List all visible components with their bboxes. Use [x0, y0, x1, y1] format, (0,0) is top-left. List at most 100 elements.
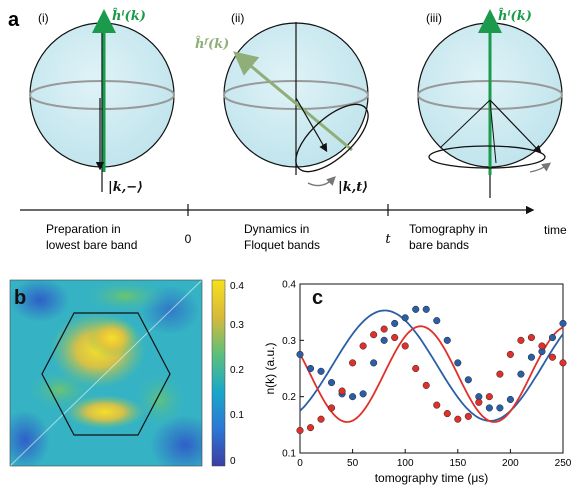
colorbar-tick: 0.3	[230, 320, 244, 331]
y-tick-label: 0.1	[282, 449, 296, 460]
tomography-line-mid	[489, 99, 497, 164]
data-point-blue	[496, 404, 504, 412]
brillouin-zone-hexagon	[41, 312, 171, 436]
data-point-red	[454, 415, 462, 423]
phase-tomography-line1: Tomography in	[409, 222, 488, 236]
state-vector	[489, 99, 542, 154]
data-point-red	[296, 426, 304, 435]
bloch-sphere-ii	[223, 22, 369, 187]
phase-preparation-line2: lowest bare band	[46, 238, 137, 252]
rotation-arrow	[529, 162, 552, 173]
timeline-axis-label: time	[544, 223, 567, 237]
colorbar-tick: 0.4	[230, 281, 244, 292]
timeline	[20, 204, 535, 216]
data-point-red	[401, 342, 409, 350]
data-point-blue	[422, 305, 430, 313]
x-tick-label: 250	[555, 458, 572, 469]
floquet-hamiltonian-vector	[233, 51, 353, 152]
sphere-iii-vector-label: ĥⁱ(k)	[498, 8, 532, 24]
colorbar-tick: 0.2	[230, 365, 244, 376]
data-point-red	[422, 381, 430, 389]
data-point-blue	[370, 359, 378, 367]
phase-dynamics-line2: Floquet bands	[244, 238, 320, 252]
bloch-sphere-i	[29, 9, 175, 192]
colorbar-tick: 0.1	[230, 410, 244, 421]
bloch-sphere-iii	[417, 9, 563, 198]
tomography-line-left	[439, 99, 491, 149]
x-tick-label: 200	[502, 458, 519, 469]
rotation-arrow	[307, 176, 336, 187]
colorbar	[211, 279, 226, 467]
data-point-blue	[506, 395, 514, 404]
precession-orbit	[295, 103, 369, 173]
fit-curve-red	[299, 325, 564, 423]
state-vector	[295, 97, 328, 153]
y-axis-label: n(k) (a.u.)	[263, 342, 277, 394]
data-point-red	[338, 387, 346, 395]
panel-a-letter: a	[8, 9, 20, 31]
sphere-ii-state-label: |k,t⟩	[338, 180, 368, 195]
data-point-red	[370, 331, 378, 339]
data-point-blue	[328, 379, 336, 387]
data-point-red	[433, 401, 441, 409]
data-point-blue	[359, 390, 367, 398]
data-point-blue	[517, 370, 525, 378]
x-tick-label: 50	[347, 458, 359, 469]
x-tick-label: 0	[297, 458, 303, 469]
data-point-red	[328, 404, 336, 412]
x-tick-label: 100	[397, 458, 414, 469]
data-point-blue	[443, 336, 451, 344]
data-point-red	[548, 353, 557, 361]
y-tick-label: 0.2	[282, 392, 296, 403]
data-point-red	[527, 333, 535, 342]
sphere-ii-tag: (ii)	[231, 11, 244, 25]
phase-tomography-line2: bare bands	[409, 238, 469, 252]
data-point-red	[391, 333, 399, 342]
data-point-blue	[559, 319, 567, 327]
data-point-red	[538, 342, 546, 350]
data-point-blue	[391, 319, 399, 327]
panel-b-letter: b	[14, 287, 26, 309]
phase-preparation-line1: Preparation in	[46, 222, 121, 236]
data-point-red	[380, 325, 388, 333]
data-point-blue	[548, 333, 557, 342]
momentum-density-map	[10, 280, 202, 466]
data-point-blue	[401, 314, 409, 322]
data-point-blue	[380, 336, 388, 344]
data-point-blue	[412, 305, 420, 313]
data-point-blue	[433, 317, 441, 325]
data-point-red	[306, 424, 315, 432]
phase-dynamics-line1: Dynamics in	[244, 222, 309, 236]
data-point-blue	[527, 353, 535, 361]
data-point-red	[496, 370, 504, 378]
sphere-i-tag: (i)	[38, 11, 49, 25]
data-point-red	[412, 364, 420, 373]
plot-frame	[299, 283, 564, 454]
data-point-red	[506, 350, 514, 358]
sphere-iii-tag: (iii)	[426, 11, 442, 25]
data-point-red	[359, 342, 367, 350]
timeline-tick-zero: 0	[185, 232, 192, 246]
colorbar-tick: 0	[230, 456, 236, 467]
data-point-blue	[464, 376, 472, 384]
sphere-i-vector-label: ĥⁱ(k)	[112, 8, 146, 24]
data-point-red	[464, 412, 472, 420]
projection-orbit	[428, 145, 546, 169]
data-point-red	[485, 393, 493, 401]
data-point-red	[559, 359, 567, 367]
data-point-red	[475, 398, 483, 406]
x-axis-label: tomography time (μs)	[375, 471, 489, 485]
data-point-blue	[485, 404, 493, 412]
fit-curve-blue	[299, 309, 564, 422]
timeline-tick-t: t	[385, 232, 391, 247]
y-tick-label: 0.3	[282, 336, 296, 347]
data-point-blue	[296, 350, 304, 358]
x-tick-label: 150	[449, 458, 466, 469]
data-point-blue	[317, 367, 325, 375]
data-point-red	[349, 359, 357, 367]
data-point-blue	[306, 364, 315, 373]
sphere-i-state-label: |k,−⟩	[108, 180, 143, 195]
data-point-blue	[454, 359, 462, 367]
